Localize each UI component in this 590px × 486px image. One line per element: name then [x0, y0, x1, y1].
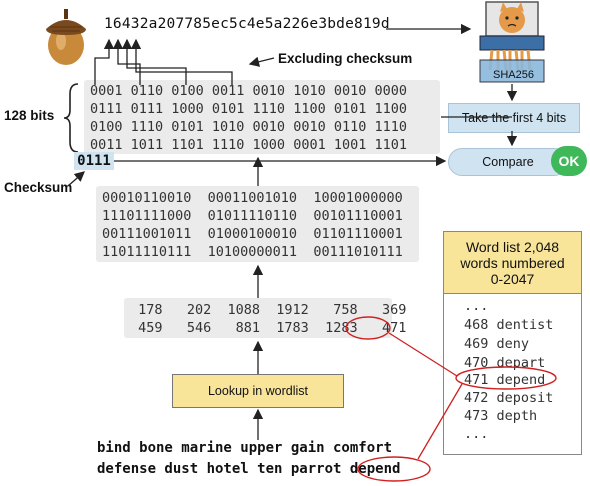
entropy-row: 0001 0110 0100 0011 0010 1010 0010 0000: [90, 83, 407, 99]
excluding-checksum-label: Excluding checksum: [278, 51, 413, 66]
phrase-line2: defense dust hotel ten parrot depend: [97, 461, 400, 477]
wordlist-item: 469 deny: [464, 336, 530, 352]
shredder-cat-icon: [479, 1, 545, 83]
wordlist-471-highlight: [455, 366, 557, 390]
bits-128-label: 128 bits: [4, 108, 55, 123]
arrow-nibble-2: [112, 38, 141, 85]
checksum-bits: 0111: [74, 152, 114, 170]
wordlist-item: 468 dentist: [464, 317, 554, 333]
index-row: 178 202 1088 1912 758 369: [130, 302, 407, 318]
brace-128: [63, 83, 79, 153]
wordlist-header: Word list 2,048 words numbered 0-2047: [443, 231, 582, 294]
entropy-row: 0100 1110 0101 1010 0010 0010 0110 1110: [90, 119, 407, 135]
phrase-line1: bind bone marine upper gain comfort: [97, 440, 393, 456]
wordlist-body: ... 468 dentist 469 deny 470 depart 471 …: [443, 293, 582, 455]
line-phrase-to-wordlist: [417, 383, 463, 460]
sha256-label: SHA256: [493, 69, 534, 81]
entropy-bits-box: [84, 80, 440, 154]
wordlist-title-line3: 0-2047: [490, 271, 535, 287]
wordlist-title-line2: words numbered: [460, 255, 565, 271]
entropy-row: 0111 0111 1000 0101 1110 1100 0101 1100: [90, 101, 407, 117]
eleven-bit-row: 11101111000 01011110110 00101110001: [102, 208, 403, 224]
arrow-nibble-3: [121, 38, 187, 85]
ok-badge: OK: [551, 146, 587, 176]
eleven-bit-row: 00111001011 01000100010 01101110001: [102, 226, 403, 242]
index-471-highlight: [345, 316, 391, 340]
wordlist-item: 473 depth: [464, 408, 538, 424]
entropy-row: 0011 1011 1101 1110 1000 0001 1001 1101: [90, 137, 407, 153]
wordlist-item: ...: [464, 426, 489, 442]
lookup-wordlist-box: Lookup in wordlist: [172, 374, 344, 408]
acorn-icon: [46, 9, 86, 65]
wordlist-title-line1: Word list 2,048: [465, 239, 560, 255]
arrow-checksum-label: [67, 171, 85, 187]
wordlist-item: ...: [464, 298, 489, 314]
eleven-bit-row: 00010110010 00011001010 10001000000: [102, 190, 403, 206]
phrase-depend-highlight: [357, 456, 431, 482]
line-index-to-wordlist: [388, 332, 458, 377]
take-first-bits-box: Take the first 4 bits: [448, 103, 580, 133]
wordlist-item: 472 deposit: [464, 390, 554, 406]
arrow-nibble-1: [94, 38, 115, 85]
eleven-bit-row: 11011110111 10100000011 00111010111: [102, 244, 403, 260]
arrow-excluding-checksum: [248, 56, 275, 67]
hash-hex: 16432a207785ec5c4e5a226e3bde819d: [104, 16, 390, 32]
phrase-highlighted-word: depend: [349, 461, 401, 477]
wordlist-item: 471 depend: [464, 372, 546, 388]
eleven-bit-box: [96, 186, 419, 262]
arrow-nibble-4: [130, 38, 233, 85]
compare-box: Compare: [448, 148, 568, 176]
checksum-label: Checksum: [4, 180, 73, 195]
phrase-line2-text: defense dust hotel ten parrot: [97, 461, 350, 477]
